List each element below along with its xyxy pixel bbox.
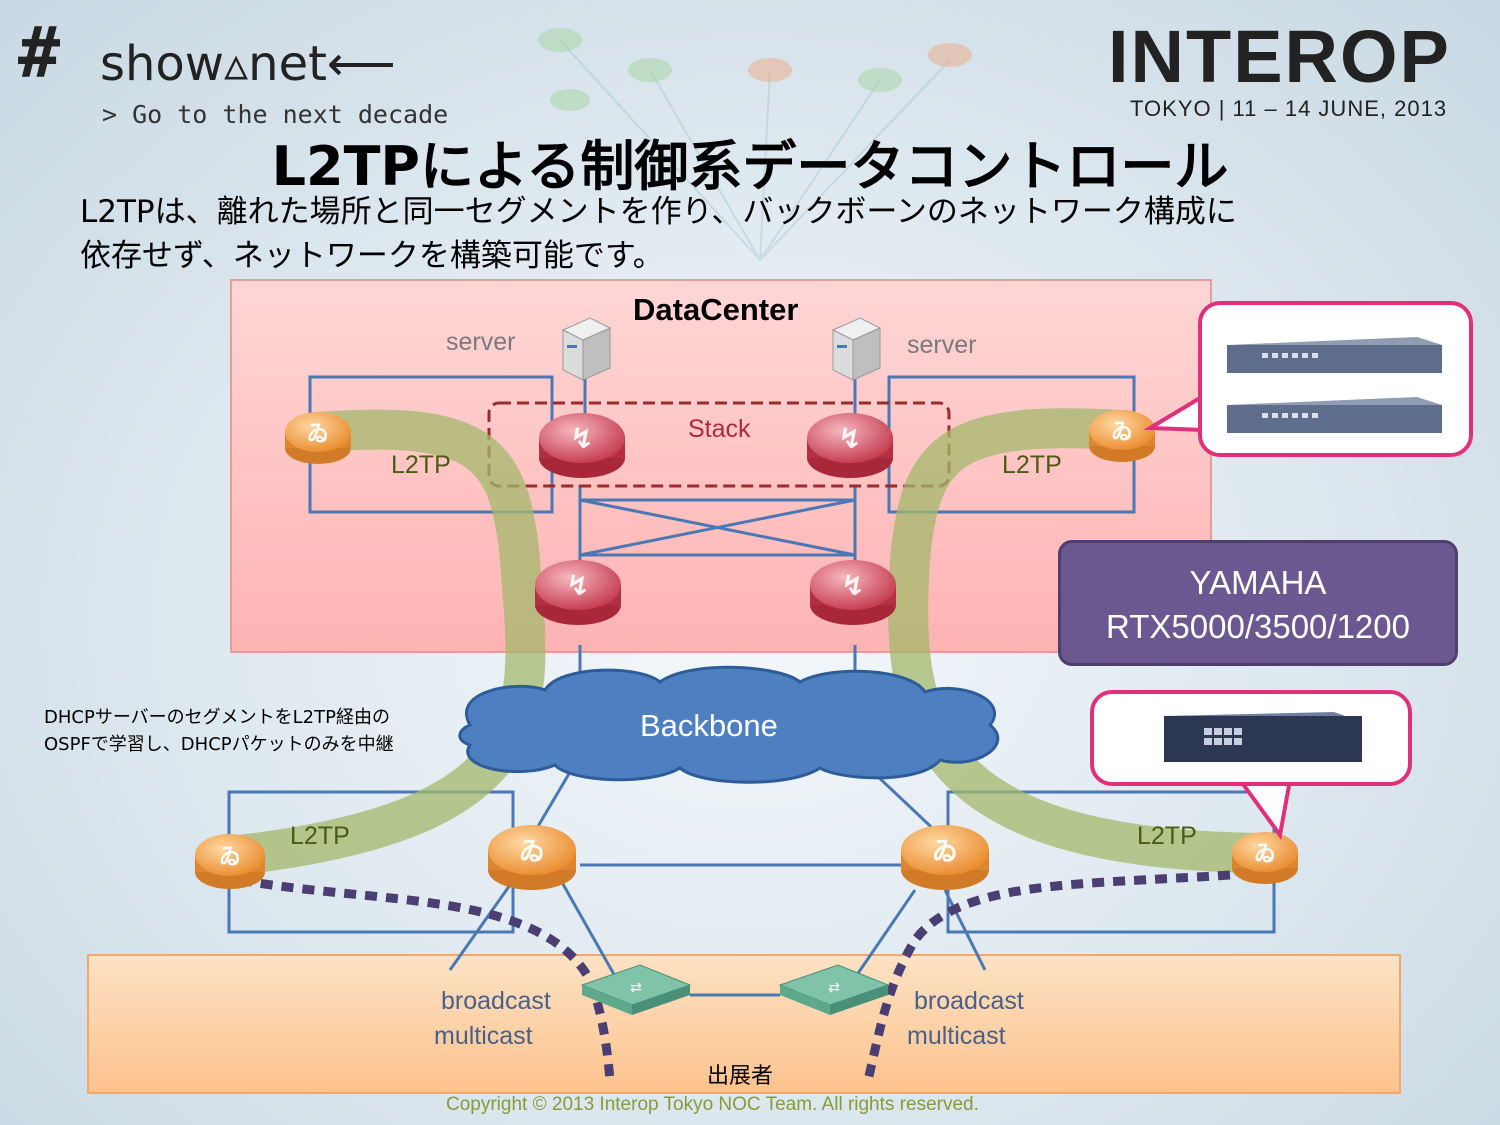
- yamaha-router-icon-dc-left: ゐ: [285, 412, 351, 464]
- svg-text:↯: ↯: [570, 422, 593, 455]
- server-icon-left: [561, 317, 612, 381]
- l2tp-label-dc-right: L2TP: [1002, 451, 1062, 479]
- callout-pointer-bottom: [1236, 778, 1293, 840]
- svg-text:↯: ↯: [838, 422, 861, 455]
- dhcp-path-left: [239, 875, 615, 1081]
- lead-line-1: L2TPは、離れた場所と同一セグメントを作り、バックボーンのネットワーク構成に: [80, 194, 1237, 230]
- yamaha-router-icon-edge-2: ゐ: [488, 825, 576, 890]
- l2tp-tunnel-right: [888, 408, 1285, 873]
- svg-text:↯: ↯: [566, 569, 589, 602]
- lead-line-2: 依存せず、ネットワークを構築可能です。: [80, 238, 664, 274]
- core-router-icon-2: ↯: [807, 413, 893, 478]
- svg-text:ゐ: ゐ: [219, 845, 241, 870]
- l2tp-label-edge-right: L2TP: [1137, 822, 1197, 850]
- slide-title: L2TPによる制御系データコントロール: [271, 135, 1229, 198]
- rtx5000-callout: [1198, 301, 1473, 457]
- interop-logo: INTEROP: [1108, 15, 1451, 98]
- core-router-icon-4: ↯: [810, 560, 896, 625]
- yamaha-product-box: YAMAHA RTX5000/3500/1200: [1058, 540, 1458, 666]
- svg-text:ゐ: ゐ: [1254, 842, 1276, 867]
- core-router-icon-3: ↯: [535, 560, 621, 625]
- svg-text:⇄: ⇄: [630, 980, 642, 996]
- core-router-icon-1: ↯: [539, 413, 625, 478]
- lead-text: L2TPは、離れた場所と同一セグメントを作り、バックボーンのネットワーク構成に …: [80, 190, 1380, 278]
- multicast-label-left: multicast: [434, 1022, 533, 1050]
- datacenter-area: [230, 279, 1212, 653]
- rtx1200-device-image: [1164, 712, 1362, 762]
- product-models: RTX5000/3500/1200: [1106, 608, 1410, 645]
- backbone-label: Backbone: [640, 708, 778, 743]
- exhibitor-label: 出展者: [707, 1064, 774, 1089]
- svg-text:↯: ↯: [841, 569, 864, 602]
- dhcp-path-right: [863, 870, 1231, 1082]
- svg-text:ゐ: ゐ: [307, 422, 329, 447]
- yamaha-router-icon-edge-1: ゐ: [195, 834, 265, 889]
- yamaha-router-icon-edge-4: ゐ: [1232, 832, 1298, 884]
- logo-tagline: > Go to the next decade: [102, 100, 449, 129]
- svg-text:ゐ: ゐ: [1111, 420, 1133, 445]
- dhcp-note-line-2: OSPFで学習し、DHCPパケットのみを中継: [44, 734, 394, 755]
- switch-icon-right: ⇄: [778, 964, 890, 1015]
- rtx1200-callout: [1090, 690, 1412, 786]
- broadcast-label-right: broadcast: [914, 987, 1024, 1015]
- l2tp-label-edge-left: L2TP: [290, 822, 350, 850]
- datacenter-label: DataCenter: [633, 292, 799, 327]
- dhcp-note: DHCPサーバーのセグメントをL2TP経由の OSPFで学習し、DHCPパケット…: [44, 704, 394, 758]
- yamaha-router-icon-dc-right: ゐ: [1089, 410, 1155, 462]
- rtx-rack-device-image: [1227, 337, 1442, 433]
- l2tp-label-dc-left: L2TP: [391, 451, 451, 479]
- copyright: Copyright © 2013 Interop Tokyo NOC Team.…: [446, 1094, 979, 1115]
- show-net-logo: show▵net⟵: [100, 36, 396, 92]
- stack-label: Stack: [688, 415, 751, 443]
- server-label-right: server: [907, 331, 977, 359]
- server-icon-right: [831, 317, 882, 381]
- svg-text:⇄: ⇄: [828, 980, 840, 996]
- show-net-hash-logo: #: [18, 12, 61, 94]
- yamaha-router-icon-edge-3: ゐ: [901, 825, 989, 890]
- event-date: TOKYO | 11 – 14 JUNE, 2013: [1130, 96, 1448, 121]
- backbone-cloud: [458, 665, 1000, 784]
- svg-text:ゐ: ゐ: [519, 837, 545, 867]
- dhcp-note-line-1: DHCPサーバーのセグメントをL2TP経由の: [44, 707, 390, 728]
- product-brand: YAMAHA: [1189, 564, 1327, 601]
- svg-text:ゐ: ゐ: [932, 837, 958, 867]
- exhibitor-area: [87, 954, 1401, 1094]
- switch-icon-left: ⇄: [580, 964, 692, 1015]
- multicast-label-right: multicast: [907, 1022, 1006, 1050]
- server-label-left: server: [446, 328, 516, 356]
- broadcast-label-left: broadcast: [441, 987, 551, 1015]
- l2tp-tunnel-left: [210, 409, 546, 876]
